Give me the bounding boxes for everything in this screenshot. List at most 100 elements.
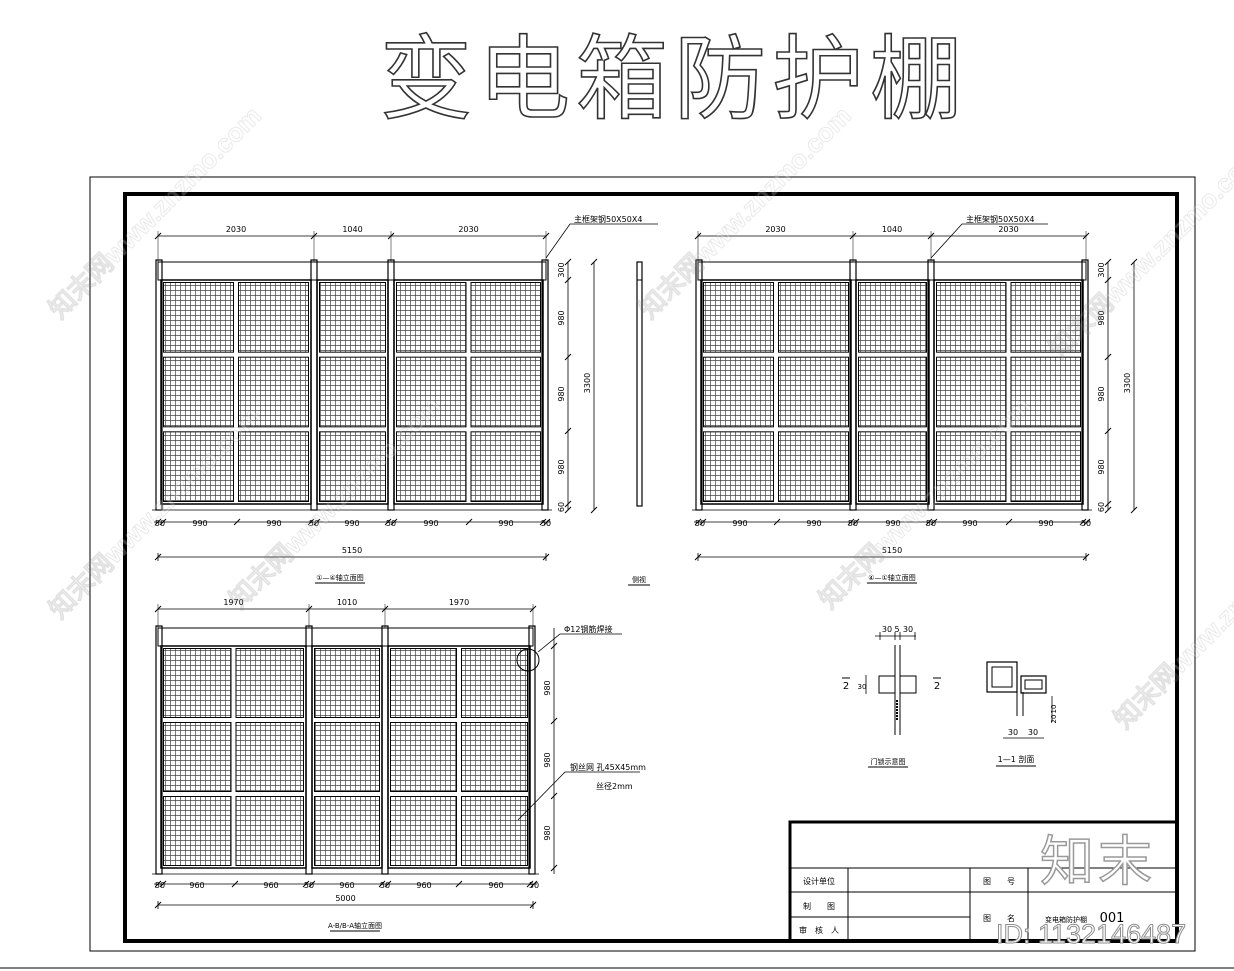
drawing-stroke	[319, 431, 386, 503]
bottom-dim-2: 990	[806, 519, 821, 528]
drawing-stroke	[470, 356, 541, 428]
drawing-stroke	[470, 431, 541, 503]
drawing-stroke	[778, 431, 849, 503]
wire-callout: 丝径2mm	[596, 781, 633, 791]
rebar-callout: Φ12钢筋焊接	[564, 624, 612, 634]
drawing-stroke	[542, 232, 550, 240]
top-dim-0: 2030	[765, 225, 785, 234]
height-total-dim: 3300	[1123, 373, 1132, 393]
top-dim-2: 2030	[998, 225, 1018, 234]
drawing-stroke	[235, 722, 304, 792]
drawing-stroke	[539, 518, 547, 526]
label-drawing-no: 图 号	[983, 877, 1015, 886]
drawing-stroke	[936, 282, 1007, 353]
section-mark-right: 2	[934, 681, 940, 692]
drawing-stroke	[461, 648, 528, 718]
drawing-stroke	[319, 282, 386, 353]
drawing-stroke	[852, 518, 860, 526]
side-dim-1: 980	[543, 752, 552, 767]
side-dim-2: 980	[557, 386, 566, 401]
drawing-stroke	[529, 605, 537, 613]
bottom-dim-2: 960	[263, 881, 278, 890]
drawing-stroke	[545, 223, 658, 259]
elevation-caption: ④—①轴立面图	[868, 573, 916, 582]
side-dim-0: 300	[557, 262, 566, 277]
drawing-stroke	[788, 820, 1179, 943]
side-dim-3: 980	[557, 459, 566, 474]
drawing-stroke	[461, 796, 528, 866]
drawing-stroke	[1020, 675, 1047, 694]
bottom-dim-4: 960	[339, 881, 354, 890]
label-design-unit: 设计单位	[803, 876, 835, 886]
drawing-stroke	[319, 356, 386, 428]
title-block: 设计单位 制 图 审 核 人 图 号 图 名 变电箱防护棚 001	[788, 820, 1179, 943]
elevation-caption: A-B/B-A轴立面图	[328, 921, 382, 930]
drawing-stroke	[1024, 679, 1043, 690]
bottom-dim-1: 990	[192, 519, 207, 528]
bottom-dim-0: 50	[155, 881, 165, 890]
drawing-stroke	[849, 232, 857, 240]
drawing-stroke	[936, 431, 1007, 503]
drawing-stroke	[543, 518, 551, 526]
drawing-stroke	[1104, 506, 1112, 514]
bottom-dim-6: 960	[416, 881, 431, 890]
bottom-dim-2: 990	[266, 519, 281, 528]
bottom-dim-7: 990	[1038, 519, 1053, 528]
value-drawing-no: 001	[1100, 911, 1125, 926]
drawing-stroke	[163, 796, 232, 866]
top-dim-1: 1040	[342, 225, 362, 234]
drawing-stroke	[470, 282, 541, 353]
drawing-stroke	[159, 518, 167, 526]
bottom-dim-5: 50	[386, 519, 396, 528]
drawing-stroke	[310, 259, 318, 511]
top-dim-2: 1970	[449, 598, 469, 607]
drawing-stroke	[542, 553, 550, 561]
top-dim-2: 2030	[458, 225, 478, 234]
lock-caption: 门锁示意图	[871, 757, 906, 766]
mesh-callout: 钢丝网 孔45X45mm	[570, 762, 646, 772]
lock-side-dim: 30	[858, 683, 867, 691]
drawing-stroke	[936, 356, 1007, 428]
elevation-caption: ①—④轴立面图	[316, 573, 364, 582]
drawing-stroke	[529, 901, 537, 909]
bottom-dim-0: 50	[155, 519, 165, 528]
drawing-stroke	[858, 356, 927, 428]
drawing-stroke	[455, 880, 463, 888]
side-view: 侧视	[628, 261, 650, 586]
drawing-stroke	[703, 431, 774, 503]
side-dim-4: 60	[557, 502, 566, 512]
drawing-stroke	[517, 771, 640, 821]
drawing-stroke	[564, 258, 572, 266]
drawing-stroke	[930, 223, 1048, 259]
section-side-dim-2: 20	[1050, 715, 1058, 724]
drawing-stroke	[154, 553, 162, 561]
drawing-stroke	[590, 506, 598, 514]
overall-dim: 5150	[342, 546, 362, 555]
drawing-stroke	[550, 792, 558, 800]
side-view-caption: 侧视	[632, 575, 646, 584]
drawing-stroke	[314, 722, 380, 792]
drawing-stroke	[154, 518, 162, 526]
drawing-stroke	[899, 675, 917, 694]
drawing-stroke	[925, 518, 933, 526]
drawing-stroke	[526, 880, 534, 888]
lock-dim-3: 30	[903, 625, 913, 634]
bottom-dim-5: 50	[380, 881, 390, 890]
drawing-stroke	[154, 880, 162, 888]
drawing-stroke	[314, 648, 380, 718]
drawing-stroke	[235, 796, 304, 866]
drawing-stroke	[697, 261, 1087, 281]
bottom-dim-6: 990	[962, 519, 977, 528]
drawing-stroke	[313, 518, 321, 526]
drawing-stroke	[878, 675, 896, 694]
drawing-stroke	[1104, 353, 1112, 361]
drawing-stroke	[163, 282, 234, 353]
drawing-stroke	[694, 553, 702, 561]
drawing-stroke	[1104, 258, 1112, 266]
side-dim-1: 980	[1097, 310, 1106, 325]
frame-callout: 主框架钢50X50X4	[966, 214, 1034, 224]
drawing-stroke	[163, 431, 234, 503]
